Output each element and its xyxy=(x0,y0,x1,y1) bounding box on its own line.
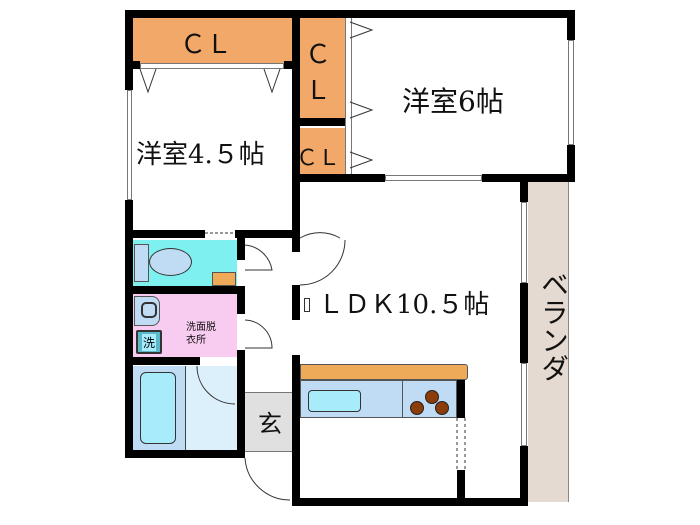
bathtub-icon xyxy=(140,372,176,444)
wall-closet-divider xyxy=(300,118,345,126)
closet-top-label: ＣＬ xyxy=(180,30,233,60)
closet-small-label: ＣＬ xyxy=(296,146,341,171)
window-ldk-right-1 xyxy=(521,202,527,283)
wall-ldk-right-1 xyxy=(520,180,528,202)
washer-icon: 洗 xyxy=(136,330,162,354)
closet-small xyxy=(300,128,345,176)
kitchen-counter xyxy=(300,364,468,380)
wall-wash-bottom xyxy=(125,357,200,365)
wall-toilet-bottom xyxy=(125,286,245,294)
switch-icon xyxy=(304,298,310,312)
wall-closet-bottom xyxy=(125,61,140,69)
wall-closet-low xyxy=(300,174,350,182)
kitchen-sink-icon xyxy=(308,390,361,412)
wall-left-mid xyxy=(125,200,133,360)
washroom-label-1: 洗面脱 xyxy=(186,322,216,333)
window-room45 xyxy=(127,90,132,200)
closet-top xyxy=(133,17,293,63)
wall-kitchen-partition-1 xyxy=(457,380,465,418)
toilet-tank xyxy=(134,244,149,282)
wall-wet-right-2 xyxy=(237,286,245,314)
wall-ldk-left-1 xyxy=(292,242,300,252)
window-closet xyxy=(140,63,284,69)
wall-left-top xyxy=(125,10,133,90)
wall-room45-bottom-r xyxy=(235,230,300,238)
wall-ldk-left-3 xyxy=(292,355,300,505)
ldk-label: ＬＤＫ10.５帖 xyxy=(318,290,490,320)
wall-bath-bottom xyxy=(125,450,245,458)
wall-wet-right-1 xyxy=(237,238,245,260)
stove-burner-icon xyxy=(435,401,449,415)
stove-burner-icon xyxy=(410,401,424,415)
closet-door-divider xyxy=(345,18,352,174)
wall-mid-vertical xyxy=(292,10,300,242)
washer-label: 洗 xyxy=(141,333,156,351)
veranda-area xyxy=(528,180,569,502)
stove-divider xyxy=(402,380,403,418)
closet-mid-label-c: Ｃ xyxy=(305,40,332,70)
wall-right-bottom xyxy=(567,145,575,182)
toilet-bowl xyxy=(149,248,192,276)
closet-middle xyxy=(300,17,345,120)
wall-ldk-right-3 xyxy=(520,446,528,506)
washroom-label-2: 衣所 xyxy=(186,335,206,346)
wall-wet-right-3 xyxy=(237,350,245,458)
closet-mid-label-l: Ｌ xyxy=(305,76,332,106)
window-ldk-right-2 xyxy=(521,363,527,446)
wall-ldk-left-2 xyxy=(292,285,300,320)
wall-kitchen-partition-2 xyxy=(457,470,465,500)
bedroom-45-label: 洋室4.５帖 xyxy=(136,140,265,170)
window-room6-bottom xyxy=(385,175,482,181)
entrance-label: 玄 xyxy=(258,410,282,438)
stove-burner-icon xyxy=(425,390,439,404)
sink-basin xyxy=(141,302,157,318)
wall-room6-bottom-l xyxy=(345,174,385,182)
veranda-label: ベランダ xyxy=(537,270,570,382)
wall-room6-bottom-r xyxy=(482,174,575,182)
wall-left-bottom xyxy=(125,360,133,458)
wall-ldk-bottom xyxy=(292,498,528,506)
window-room6 xyxy=(568,40,574,145)
bedroom-6-label: 洋室6帖 xyxy=(402,85,504,118)
wall-room45-bottom xyxy=(125,230,205,238)
wall-top xyxy=(125,10,575,18)
toilet-cabinet xyxy=(212,272,236,286)
wall-right-top xyxy=(567,10,575,40)
entrance-area xyxy=(245,392,293,452)
wall-ldk-right-2 xyxy=(520,283,528,363)
